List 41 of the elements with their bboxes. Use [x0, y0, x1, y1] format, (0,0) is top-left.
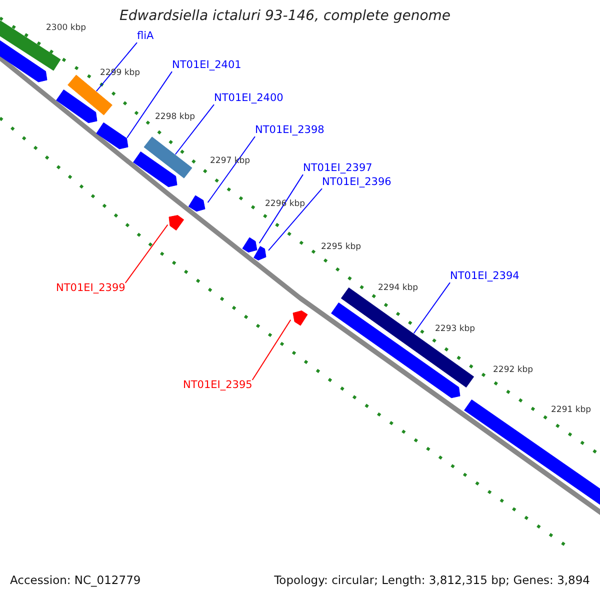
gene-feature [292, 310, 308, 326]
gene-label: NT01EI_2401 [172, 60, 242, 72]
map-title: Edwardsiella ictaluri 93-146, complete genome [119, 8, 451, 24]
leader-line [268, 188, 322, 251]
accession-text: Accession: NC_012779 [10, 574, 141, 587]
gene-feature [56, 89, 98, 124]
gene-label: NT01EI_2397 [303, 163, 372, 175]
gene-feature [133, 151, 178, 188]
leader-line [207, 136, 256, 204]
leader-line [174, 104, 214, 155]
gene-label: NT01EI_2395 [183, 380, 252, 392]
gene-feature [0, 39, 48, 82]
scale-label: 2291 kbp [551, 406, 592, 416]
gene-feature [96, 122, 128, 150]
genome-stats-text: Topology: circular; Length: 3,812,315 bp; Genes: 3,894 [274, 574, 590, 587]
leader-line [96, 42, 138, 92]
leader-line [413, 282, 450, 334]
gene-feature [188, 195, 206, 212]
scale-label: 2293 kbp [435, 325, 476, 334]
gene-feature [254, 246, 266, 260]
gene-label: NT01EI_2396 [322, 177, 392, 189]
gene-feature [168, 215, 184, 231]
gene-label: NT01EI_2394 [450, 271, 520, 283]
gene-feature [464, 399, 600, 508]
scale-label: 2300 kbp [46, 24, 86, 34]
scale-label: 2295 kbp [321, 243, 362, 252]
gene-feature [242, 237, 258, 253]
gene-label: NT01EI_2400 [214, 93, 284, 105]
scale-label: 2292 kbp [493, 366, 534, 376]
leader-line [126, 71, 172, 138]
leader-line [252, 319, 292, 380]
gene-label: fliA [137, 31, 154, 43]
scale-label: 2294 kbp [378, 284, 418, 294]
scale-label: 2298 kbp [155, 113, 196, 122]
leader-line [124, 224, 168, 284]
leader-line [258, 174, 304, 244]
gene-feature [331, 302, 460, 398]
gene-block [144, 136, 192, 178]
gene-block [68, 74, 112, 116]
gene-label: NT01EI_2399 [56, 283, 126, 295]
gene-label: NT01EI_2398 [255, 125, 324, 137]
